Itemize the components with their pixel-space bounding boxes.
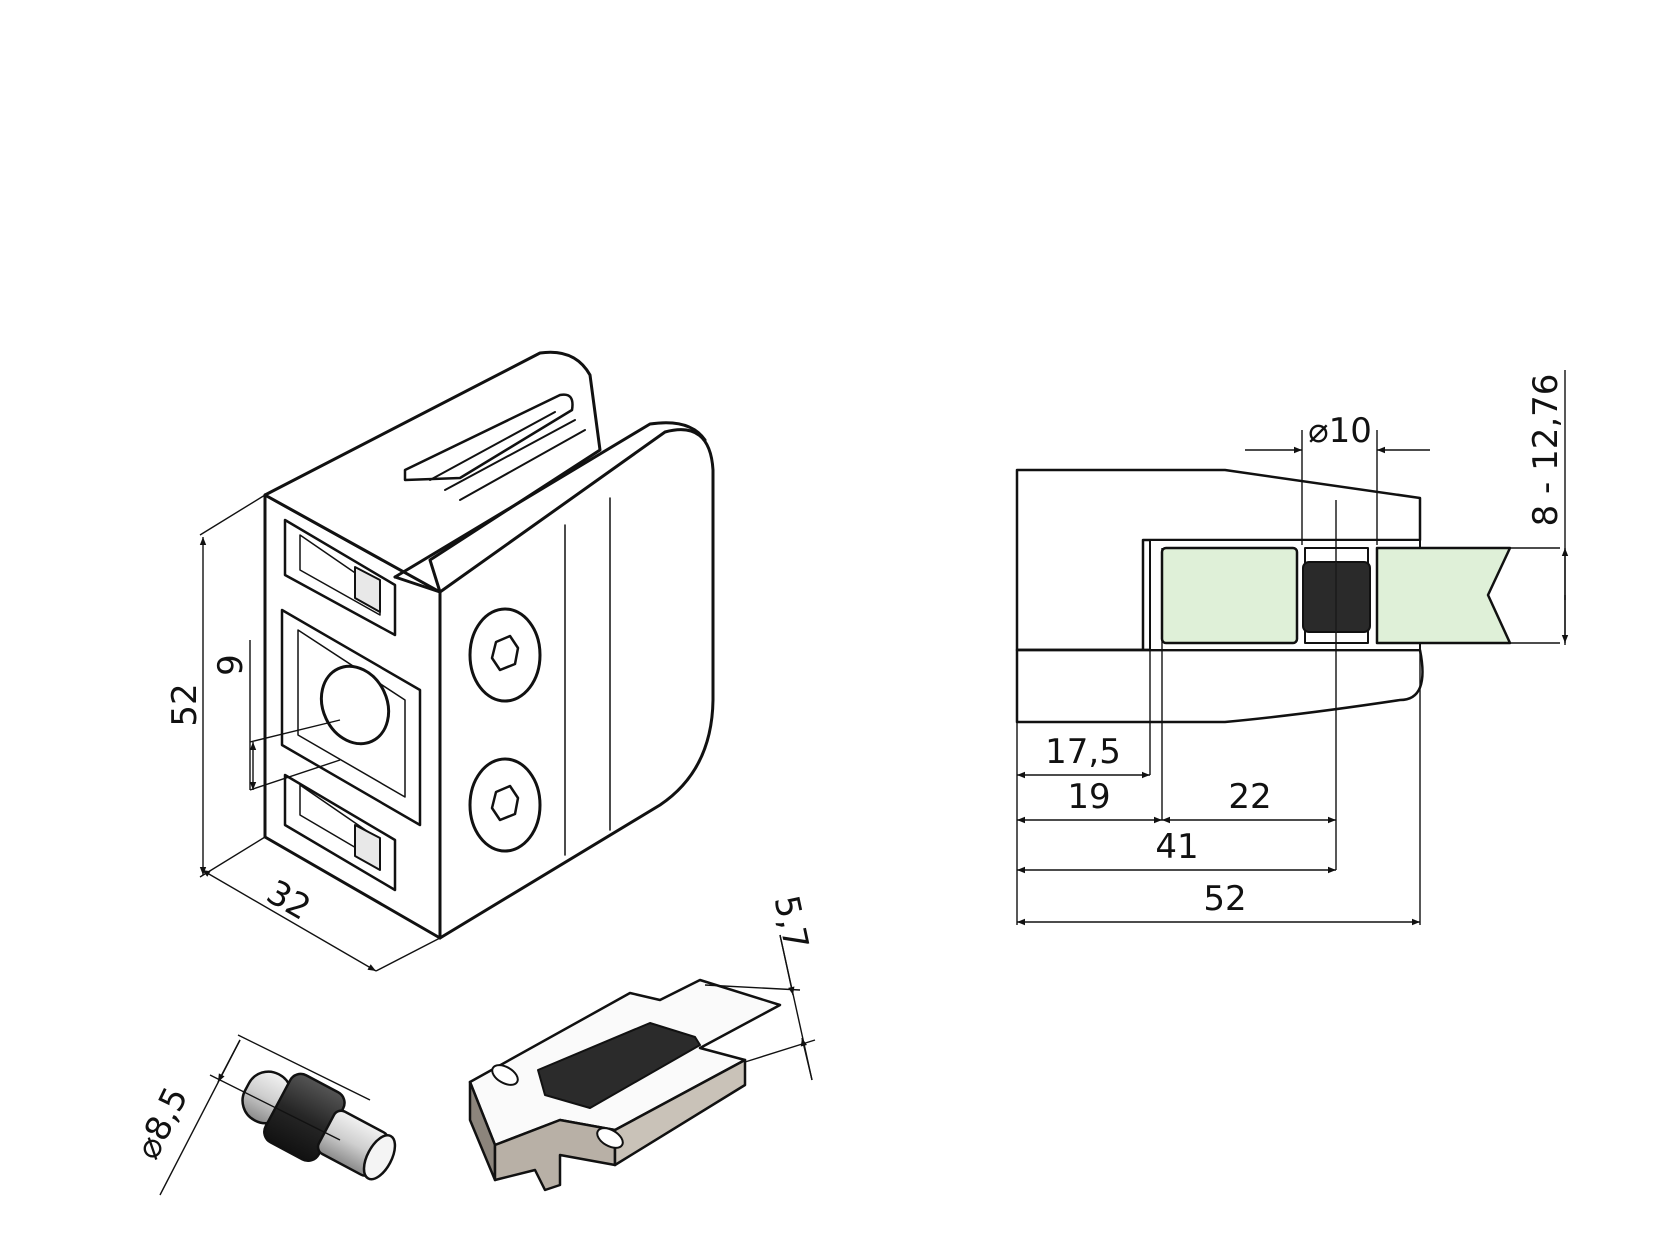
dim-17-5-label: 17,5 — [1045, 732, 1121, 772]
insert-dimension — [704, 934, 816, 1081]
section-dimensions — [1016, 370, 1569, 926]
dim-41-label: 41 — [1155, 827, 1198, 867]
hex-socket-screw-top — [468, 607, 542, 703]
glass-outer — [1375, 546, 1512, 645]
pin-dimension — [159, 1034, 371, 1196]
iso-dimensions — [199, 494, 441, 972]
glass-inner — [1160, 546, 1299, 645]
iso-offset-label: 9 — [211, 654, 251, 676]
iso-height-label: 52 — [165, 683, 205, 726]
pin-diameter-label: ⌀8,5 — [128, 1081, 197, 1166]
section-pin-diameter-label: ⌀10 — [1308, 411, 1372, 451]
insert-part — [468, 978, 782, 1192]
iso-front-cap — [438, 428, 715, 940]
glass-thickness-label: 8 - 12,76 — [1526, 374, 1566, 527]
dim-22-label: 22 — [1228, 777, 1271, 817]
hex-socket-screw-bottom — [468, 757, 542, 853]
iso-depth-label: 32 — [260, 872, 317, 928]
insert-thickness-label: 5,7 — [766, 892, 816, 953]
dim-19-label: 19 — [1067, 777, 1110, 817]
iso-clamp-view — [263, 350, 715, 940]
section-view — [1015, 468, 1512, 724]
pin-part — [241, 1070, 397, 1181]
clamp-body-lower — [1015, 648, 1424, 724]
dim-52-label: 52 — [1203, 879, 1246, 919]
